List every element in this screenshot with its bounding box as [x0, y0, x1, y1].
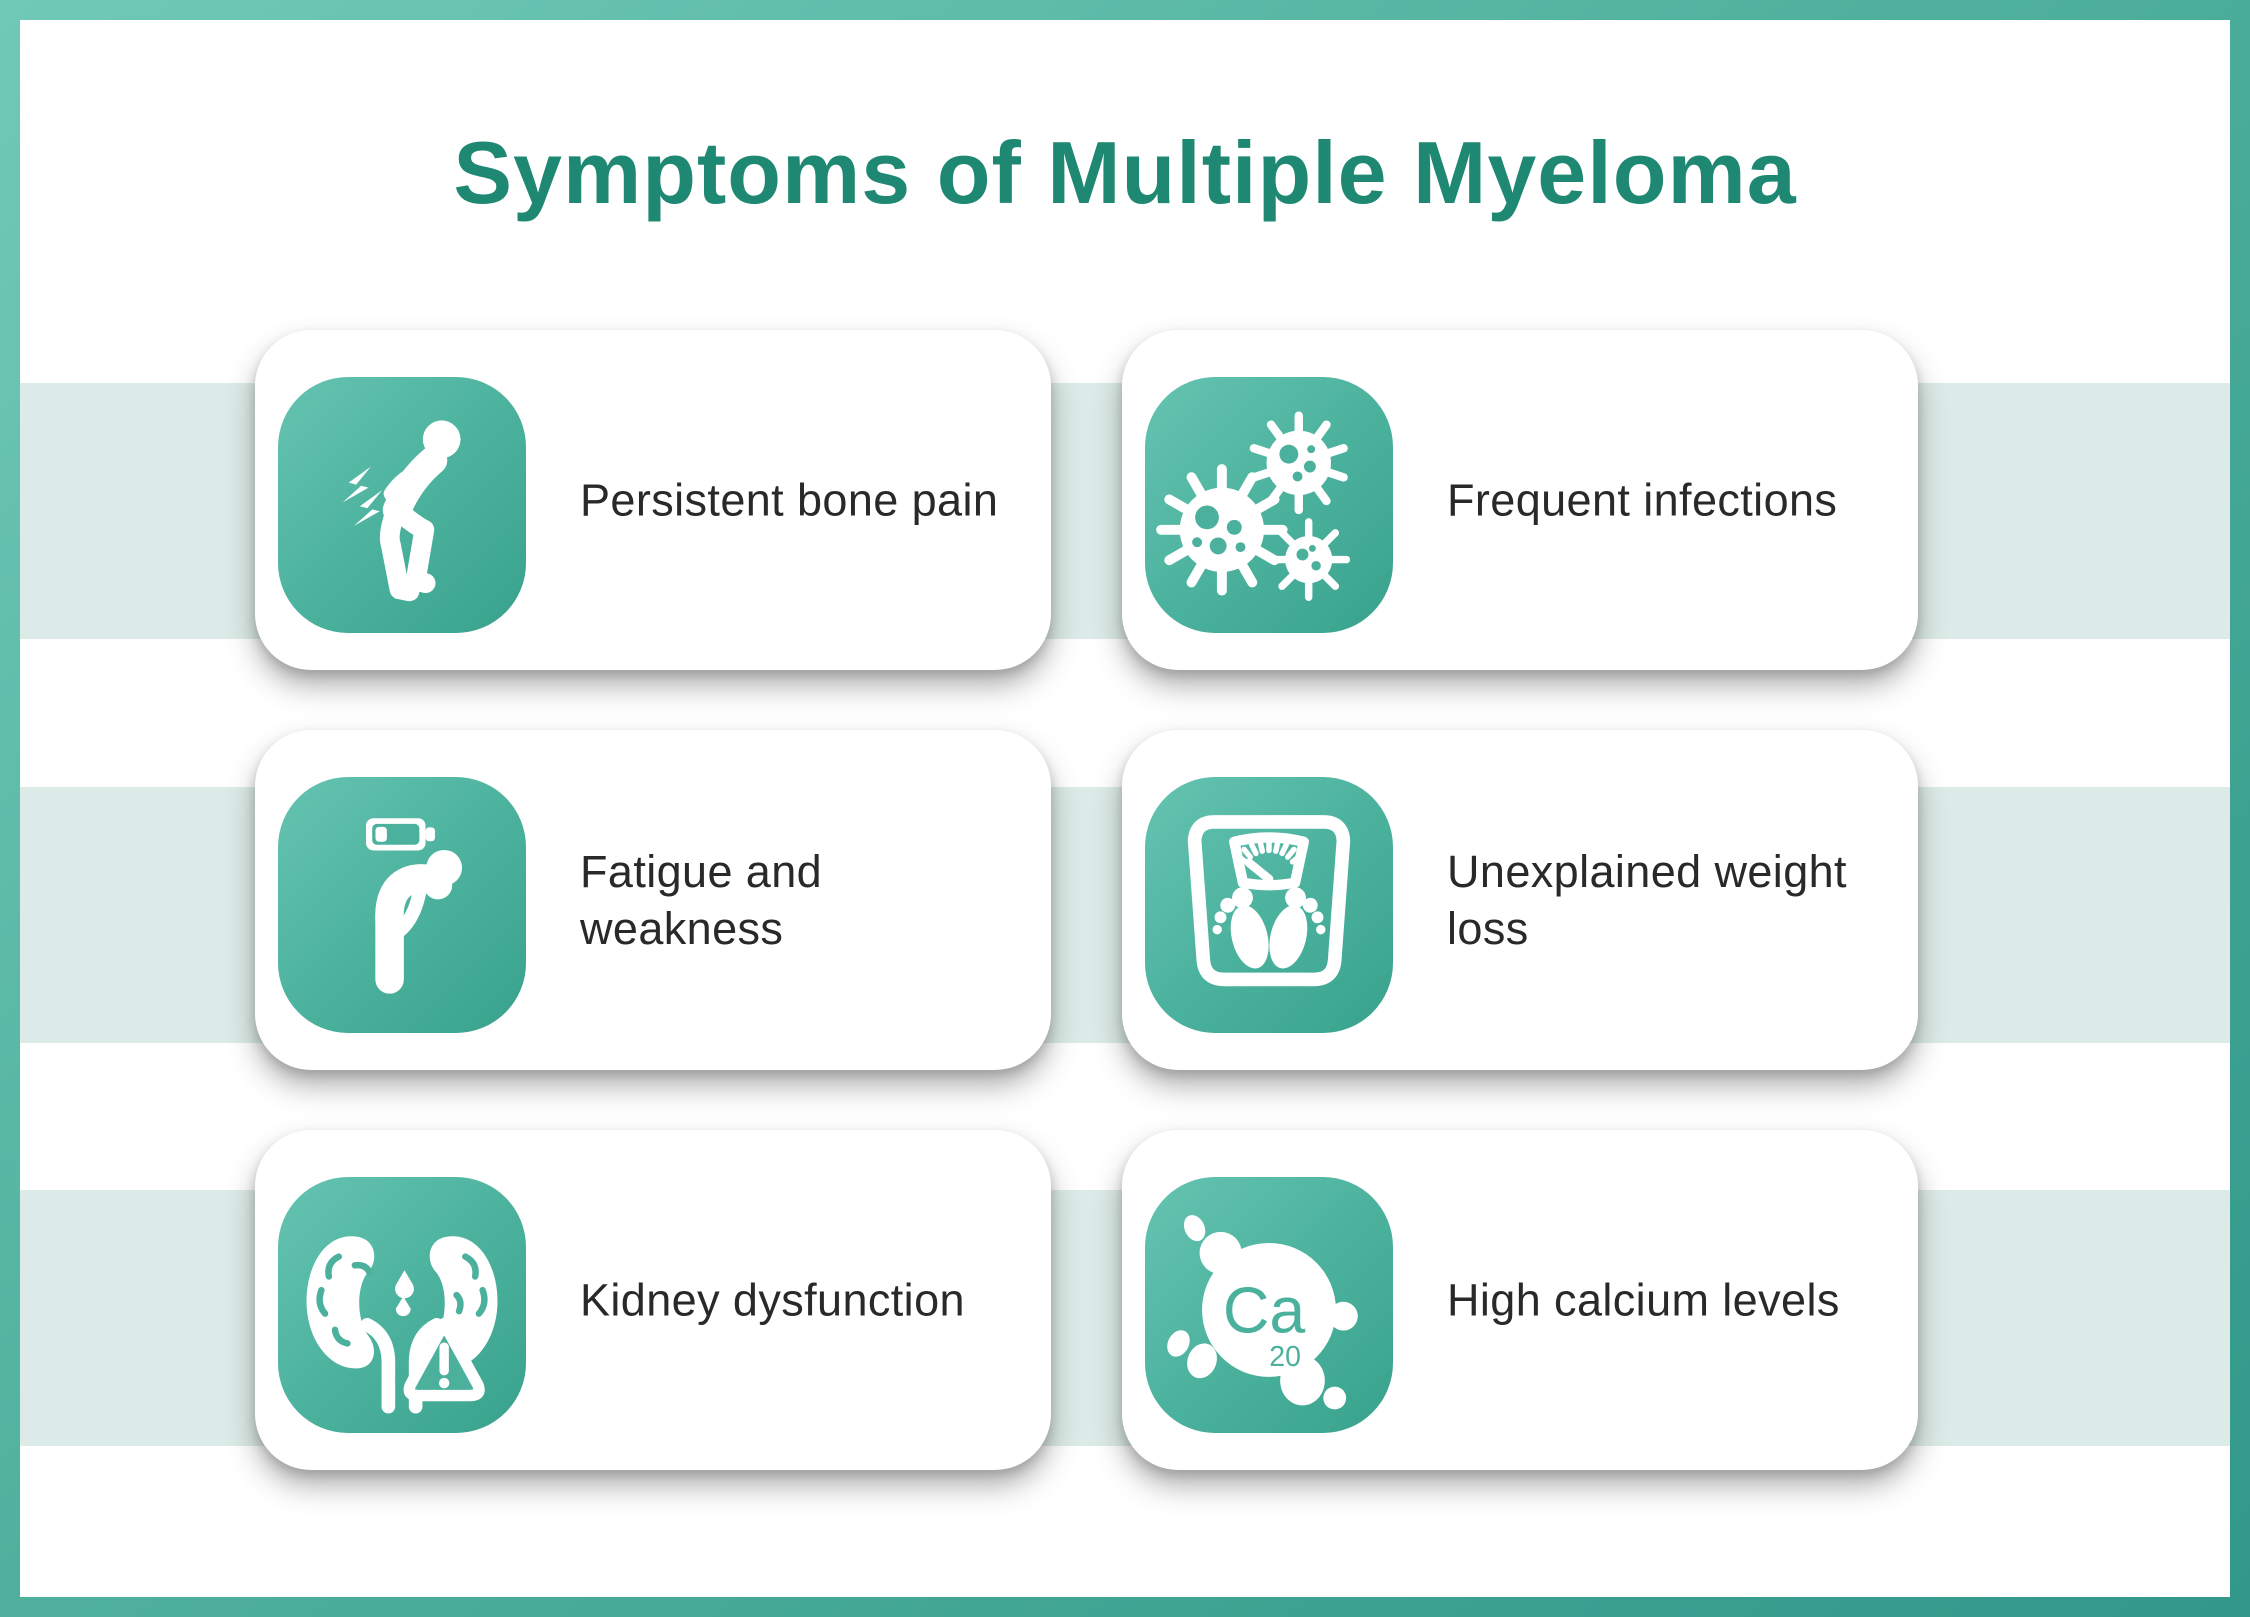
page-title: Symptoms of Multiple Myeloma: [453, 123, 1797, 222]
icon-tile: [1145, 777, 1393, 1033]
symptom-card-bone-pain: Persistent bone pain: [255, 330, 1051, 670]
icon-tile: [278, 377, 526, 633]
calcium-number-text: 20: [1269, 1341, 1301, 1373]
icon-tile: [1145, 377, 1393, 633]
symptom-label: Unexplained weight loss: [1447, 846, 1847, 954]
symptom-label: Kidney dysfunction: [580, 1274, 965, 1326]
symptom-card-weight-loss: Unexplained weight loss: [1122, 730, 1918, 1070]
kidney-warning-icon: [306, 1236, 498, 1414]
symptom-label: High calcium levels: [1447, 1274, 1840, 1326]
low-battery-fatigue-icon: [366, 818, 463, 994]
symptom-card-calcium: Ca 20 High calcium levels: [1122, 1130, 1918, 1470]
virus-icon: [1156, 411, 1351, 601]
icon-tile: [278, 777, 526, 1033]
symptom-card-infections: Frequent infections: [1122, 330, 1918, 670]
symptom-label: Fatigue and weakness: [580, 846, 823, 954]
symptom-label: Frequent infections: [1447, 474, 1838, 526]
calcium-element-icon: Ca 20: [1167, 1215, 1358, 1410]
weight-scale-icon: [1187, 815, 1351, 987]
symptom-label: Persistent bone pain: [580, 474, 999, 526]
icon-tile: [278, 1177, 526, 1433]
bone-pain-icon: [342, 420, 461, 602]
calcium-symbol-text: Ca: [1223, 1274, 1306, 1346]
symptom-card-kidney: Kidney dysfunction: [255, 1130, 1051, 1470]
icon-tile: Ca 20: [1145, 1177, 1393, 1433]
symptom-card-fatigue: Fatigue and weakness: [255, 730, 1051, 1070]
infographic-canvas: Symptoms of Multiple Myeloma Persistent …: [20, 20, 2230, 1597]
